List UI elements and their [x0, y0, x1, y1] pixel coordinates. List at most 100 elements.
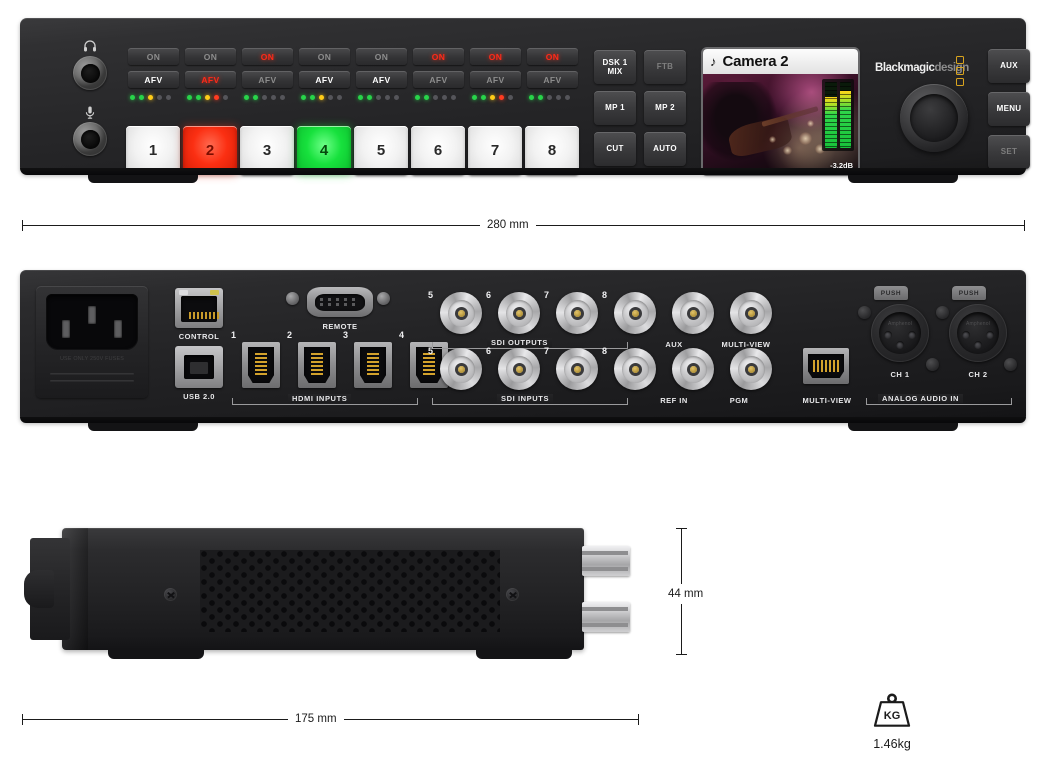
remote-label: REMOTE — [322, 322, 358, 331]
level-leds-5 — [358, 95, 407, 100]
hdmi-input-1[interactable] — [242, 342, 280, 388]
afv-button-4[interactable]: AFV — [299, 71, 350, 88]
function-button-cut[interactable]: CUT — [594, 132, 636, 166]
source-button-5[interactable]: 5 — [354, 126, 408, 175]
status-led-stack — [956, 56, 964, 86]
usb-port[interactable] — [175, 346, 223, 388]
multiview-hdmi-port[interactable] — [803, 348, 849, 384]
xlr2-push-tab[interactable]: PUSH — [952, 286, 986, 300]
on-button-5[interactable]: ON — [356, 48, 407, 65]
afv-button-2[interactable]: AFV — [185, 71, 236, 88]
afv-button-1[interactable]: AFV — [128, 71, 179, 88]
hdmi-input-4[interactable] — [410, 342, 448, 388]
aux-label: AUX — [665, 340, 683, 349]
channel-2: ON AFV — [185, 48, 236, 100]
led — [556, 95, 561, 100]
bnc-pgm-sdiInRow[interactable] — [730, 348, 772, 390]
bnc-7-sdiInRow[interactable] — [556, 348, 598, 390]
button-aux[interactable]: AUX — [988, 49, 1030, 83]
function-button-line1: MP 2 — [655, 103, 675, 113]
led — [328, 95, 333, 100]
bnc-5-sdiOutRow[interactable] — [440, 292, 482, 334]
hdmi-input-3[interactable] — [354, 342, 392, 388]
function-button-mp-1[interactable]: MP 1 — [594, 91, 636, 125]
dim-label-depth: 175 mm — [288, 713, 344, 725]
channel-7: ON AFV — [470, 48, 521, 100]
xlr-input-ch1[interactable]: Amphenol — [871, 304, 929, 362]
hdmi-input-2[interactable] — [298, 342, 336, 388]
headphone-jack[interactable] — [73, 56, 107, 90]
bnc-6-sdiInRow[interactable] — [498, 348, 540, 390]
analog-audio-label: ANALOG AUDIO IN — [878, 394, 964, 403]
bnc-6-sdiOutRow[interactable] — [498, 292, 540, 334]
dim-cap-right-280 — [1024, 220, 1025, 231]
brand-secondary: design — [934, 62, 969, 74]
led — [157, 95, 162, 100]
on-button-2[interactable]: ON — [185, 48, 236, 65]
ref-in-label: REF IN — [660, 396, 688, 405]
dim-label-height: 44 mm — [662, 584, 710, 604]
afv-button-5[interactable]: AFV — [356, 71, 407, 88]
on-button-6[interactable]: ON — [413, 48, 464, 65]
led — [337, 95, 342, 100]
bnc-aux-sdiOutRow[interactable] — [672, 292, 714, 334]
afv-button-8[interactable]: AFV — [527, 71, 578, 88]
level-leds-1 — [130, 95, 179, 100]
led — [499, 95, 504, 100]
xlr1-push-tab[interactable]: PUSH — [874, 286, 908, 300]
led — [508, 95, 513, 100]
ethernet-control-port[interactable] — [175, 288, 223, 328]
ventilation-grille — [200, 550, 500, 632]
remote-db9-port[interactable] — [307, 287, 373, 317]
bnc-5-sdiInRow[interactable] — [440, 348, 482, 390]
bnc-refin-sdiInRow[interactable] — [672, 348, 714, 390]
on-button-3[interactable]: ON — [242, 48, 293, 65]
multiview-hdmi-label: MULTI-VIEW — [802, 396, 852, 405]
function-button-ftb[interactable]: FTB — [644, 50, 686, 84]
led — [565, 95, 570, 100]
xlr-input-ch2[interactable]: Amphenol — [949, 304, 1007, 362]
sdi-inputs-label: SDI INPUTS — [497, 394, 554, 403]
db-readout: -3.2dB — [830, 161, 853, 170]
function-button-auto[interactable]: AUTO — [644, 132, 686, 166]
side-screw-left — [164, 588, 177, 601]
source-button-8[interactable]: 8 — [525, 126, 579, 175]
source-button-2[interactable]: 2 — [183, 126, 237, 175]
dim-label-width: 280 mm — [480, 219, 536, 231]
afv-button-3[interactable]: AFV — [242, 71, 293, 88]
lcd-display[interactable]: ♪ Camera 2 -3.2dB — [703, 49, 858, 174]
afv-button-6[interactable]: AFV — [413, 71, 464, 88]
side-knob-profile — [24, 570, 54, 608]
lcd-title: Camera 2 — [722, 53, 789, 70]
pgm-label: PGM — [729, 396, 749, 405]
power-inlet[interactable]: USE ONLY 250V FUSES — [36, 286, 148, 398]
control-label: CONTROL — [178, 332, 220, 341]
on-button-1[interactable]: ON — [128, 48, 179, 65]
source-button-1[interactable]: 1 — [126, 126, 180, 175]
button-set[interactable]: SET — [988, 135, 1030, 169]
bnc-multiview-sdiOutRow[interactable] — [730, 292, 772, 334]
on-button-8[interactable]: ON — [527, 48, 578, 65]
control-knob[interactable] — [900, 84, 968, 152]
side-foot-left — [108, 650, 204, 659]
afv-button-7[interactable]: AFV — [470, 71, 521, 88]
weight-icon: KG — [873, 693, 911, 727]
lcd-header: ♪ Camera 2 — [703, 49, 858, 74]
led — [367, 95, 372, 100]
bnc-7-sdiOutRow[interactable] — [556, 292, 598, 334]
source-button-3[interactable]: 3 — [240, 126, 294, 175]
source-button-6[interactable]: 6 — [411, 126, 465, 175]
bnc-8-sdiOutRow[interactable] — [614, 292, 656, 334]
source-button-7[interactable]: 7 — [468, 126, 522, 175]
bnc-8-sdiInRow[interactable] — [614, 348, 656, 390]
source-button-4[interactable]: 4 — [297, 126, 351, 175]
button-menu[interactable]: MENU — [988, 92, 1030, 126]
channel-4: ON AFV — [299, 48, 350, 100]
led — [451, 95, 456, 100]
on-button-4[interactable]: ON — [299, 48, 350, 65]
microphone-jack[interactable] — [73, 122, 107, 156]
on-button-7[interactable]: ON — [470, 48, 521, 65]
function-button-mp-2[interactable]: MP 2 — [644, 91, 686, 125]
